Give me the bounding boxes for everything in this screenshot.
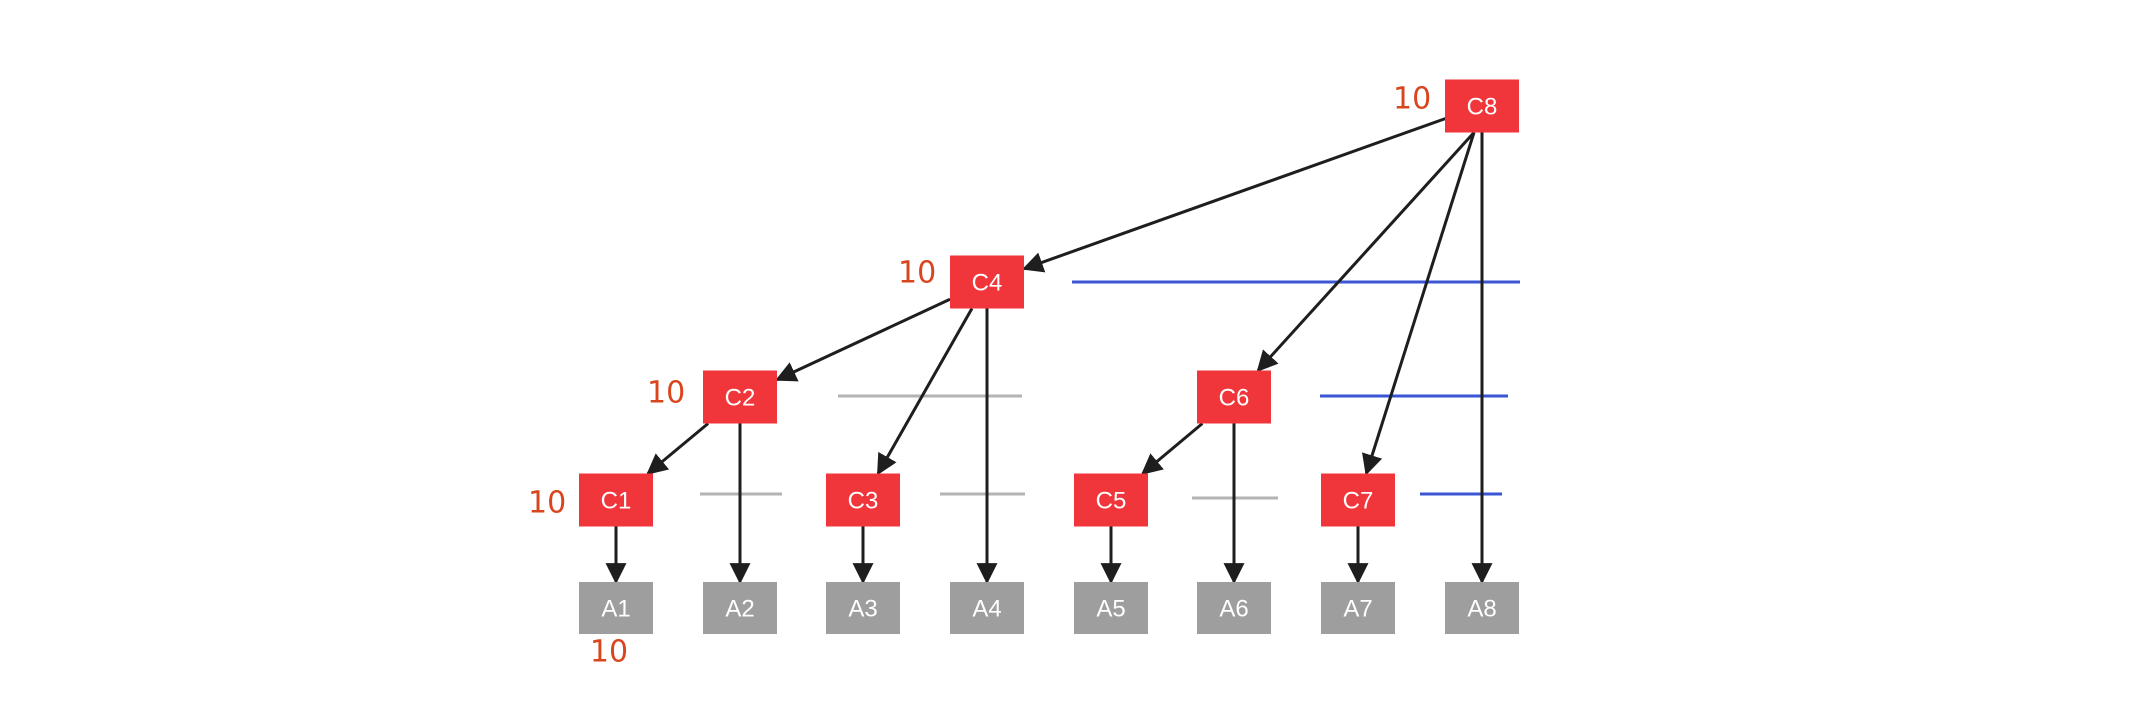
- node-box-a8: [1445, 582, 1519, 634]
- annotation-a1: 10: [590, 635, 628, 670]
- node-a4: A4: [950, 582, 1024, 634]
- node-label-c5: C5: [1096, 488, 1127, 515]
- node-box-c4: [950, 255, 1024, 309]
- node-a8: A8: [1445, 582, 1519, 634]
- edge-c8-to-c7: [1362, 132, 1476, 476]
- node-box-a2: [703, 582, 777, 634]
- node-a7: A7: [1321, 582, 1395, 634]
- node-a5: A5: [1074, 582, 1148, 634]
- edge-c8-to-c6: [1256, 131, 1476, 373]
- node-label-a5: A5: [1096, 596, 1125, 623]
- node-a2: A2: [703, 582, 777, 634]
- node-c8: C8: [1445, 79, 1519, 133]
- node-c3: C3: [826, 473, 900, 527]
- node-box-c6: [1197, 370, 1271, 424]
- node-label-c1: C1: [601, 488, 632, 515]
- node-c2: C2: [703, 370, 777, 424]
- node-label-c8: C8: [1467, 94, 1498, 121]
- node-box-a3: [826, 582, 900, 634]
- edge-c8-to-c4: [1022, 116, 1448, 273]
- annotation-c2: 10: [647, 376, 685, 411]
- node-label-a7: A7: [1343, 596, 1372, 623]
- node-c6: C6: [1197, 370, 1271, 424]
- node-label-c3: C3: [848, 488, 879, 515]
- node-label-a4: A4: [972, 596, 1001, 623]
- node-box-c8: [1445, 79, 1519, 133]
- edge-c2-to-c1: [646, 422, 710, 475]
- annotations-layer: 10 10 10 10 10: [528, 82, 1431, 670]
- node-c5: C5: [1074, 473, 1148, 527]
- node-label-a6: A6: [1219, 596, 1248, 623]
- node-label-c4: C4: [972, 270, 1003, 297]
- node-box-a1: [579, 582, 653, 634]
- node-label-a8: A8: [1467, 596, 1496, 623]
- node-box-c7: [1321, 473, 1395, 527]
- edge-c4-to-c2: [775, 297, 951, 382]
- annotation-c4: 10: [898, 256, 936, 291]
- node-box-a4: [950, 582, 1024, 634]
- edges-layer: [605, 116, 1493, 585]
- node-box-c1: [579, 473, 653, 527]
- node-box-c2: [703, 370, 777, 424]
- node-box-a6: [1197, 582, 1271, 634]
- node-c7: C7: [1321, 473, 1395, 527]
- node-a3: A3: [826, 582, 900, 634]
- edge-c6-to-c5: [1141, 422, 1204, 475]
- node-label-c7: C7: [1343, 488, 1374, 515]
- node-label-c6: C6: [1219, 385, 1250, 412]
- node-a1: A1: [579, 582, 653, 634]
- node-label-a1: A1: [601, 596, 630, 623]
- annotation-c1: 10: [528, 486, 566, 521]
- node-c1: C1: [579, 473, 653, 527]
- node-label-c2: C2: [725, 385, 756, 412]
- guide-lines-layer: [700, 280, 1520, 500]
- node-label-a3: A3: [848, 596, 877, 623]
- node-c4: C4: [950, 255, 1024, 309]
- node-box-a5: [1074, 582, 1148, 634]
- node-box-c5: [1074, 473, 1148, 527]
- node-box-a7: [1321, 582, 1395, 634]
- node-box-c3: [826, 473, 900, 527]
- annotation-c8: 10: [1393, 82, 1431, 117]
- node-a6: A6: [1197, 582, 1271, 634]
- edge-c4-to-c3: [876, 307, 974, 476]
- node-label-a2: A2: [725, 596, 754, 623]
